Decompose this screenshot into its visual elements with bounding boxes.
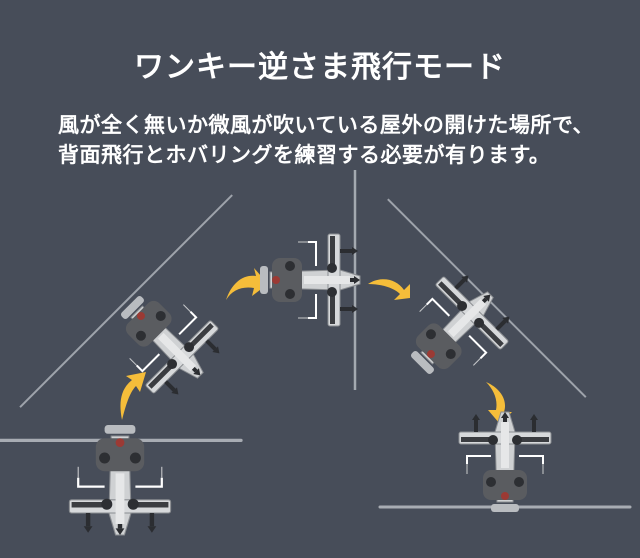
arrow-icon-1	[120, 372, 146, 420]
arrow-icon-3	[368, 279, 410, 300]
description: 風が全く無いか微風が吹いている屋外の開けた場所で、 背面飛行とホバリングを練習す…	[58, 110, 594, 170]
page-title: ワンキー逆さま飛行モード	[134, 50, 506, 85]
description-line-2: 背面飛行とホバリングを練習する必要が有ります。	[58, 143, 551, 167]
helicopter-step-2	[19, 194, 234, 409]
helicopter-step-5	[378, 411, 632, 513]
helicopter-step-1	[0, 423, 243, 537]
helicopter-step-3	[259, 170, 361, 390]
description-line-1: 風が全く無いか微風が吹いている屋外の開けた場所で、	[58, 113, 595, 137]
helicopter-step-4	[386, 198, 587, 399]
arrow-icon-2	[226, 268, 268, 300]
